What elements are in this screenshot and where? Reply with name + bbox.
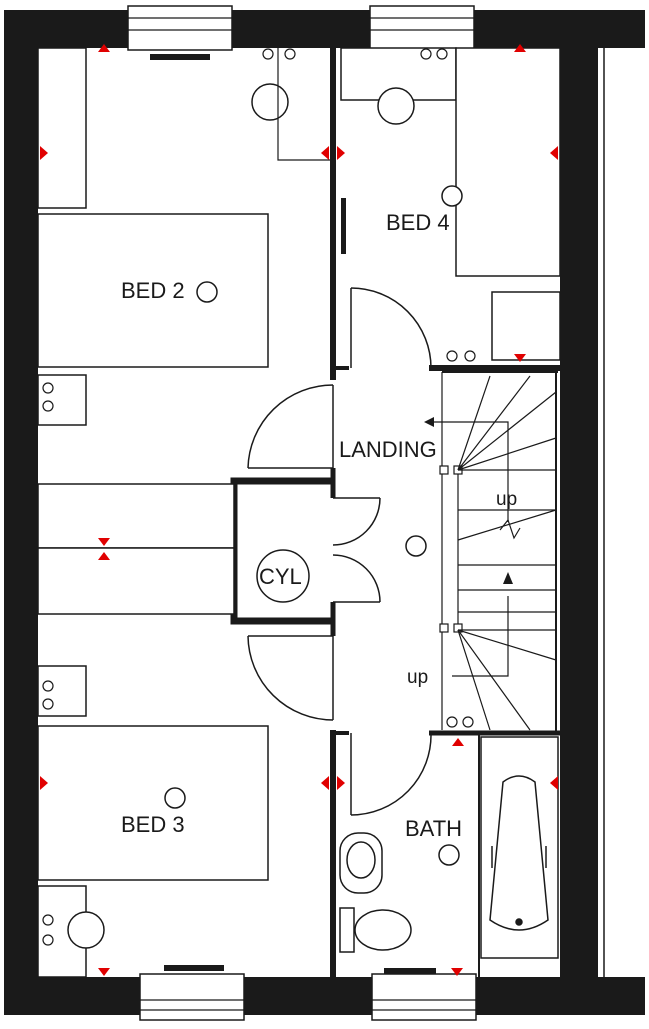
bottom-left-window (139, 965, 245, 1021)
furniture (37, 47, 561, 978)
top-outer-wall (4, 10, 598, 48)
bed2-lamp (251, 83, 289, 121)
bottom-outer-wall (4, 977, 598, 1015)
top-left-window (127, 5, 233, 60)
bed3-bed (37, 725, 269, 881)
landing-label: LANDING (339, 437, 437, 462)
right-outer-wall (560, 10, 598, 1015)
staircase (430, 372, 557, 731)
bed4-label: BED 4 (386, 210, 450, 235)
bed4-lamp (377, 87, 415, 125)
left-outer-wall (4, 10, 38, 1015)
toilet-cistern (339, 907, 355, 953)
landing-ceiling-light (405, 535, 427, 557)
top-right-wall-return (598, 10, 645, 48)
bed2-storage (37, 483, 235, 549)
bed3-lamp (67, 911, 105, 949)
bed2-bedside-table (37, 374, 87, 426)
cylinder-label: CYL (259, 564, 302, 589)
bath-label: BATH (405, 816, 462, 841)
dimension-markers (40, 44, 558, 976)
bed2-wardrobe (37, 47, 87, 209)
toilet-bowl (354, 909, 412, 951)
cylinder-symbol (256, 549, 310, 603)
doors (247, 287, 432, 816)
stair-up-label-upper: up (496, 489, 517, 510)
bed4-bed (455, 47, 561, 277)
bed2-bed (37, 213, 269, 368)
stair-arrowheads (424, 417, 513, 584)
bed4-ceiling-light (441, 185, 463, 207)
light-points (67, 83, 463, 949)
bed2-label: BED 2 (121, 278, 185, 303)
bottom-right-window (371, 968, 477, 1021)
bed2-ceiling-light (196, 281, 218, 303)
bathtub-basin (489, 775, 549, 931)
bed3-ceiling-light (164, 787, 186, 809)
electrical-wiring (42, 48, 476, 946)
bed3-label: BED 3 (121, 812, 185, 837)
outer-walls (4, 10, 645, 1015)
bed4-chest (491, 291, 561, 361)
bath-ceiling-light (438, 844, 460, 866)
bottom-right-wall-return (598, 977, 645, 1015)
stair-up-label-lower: up (407, 667, 428, 688)
bed3-storage (37, 547, 235, 615)
